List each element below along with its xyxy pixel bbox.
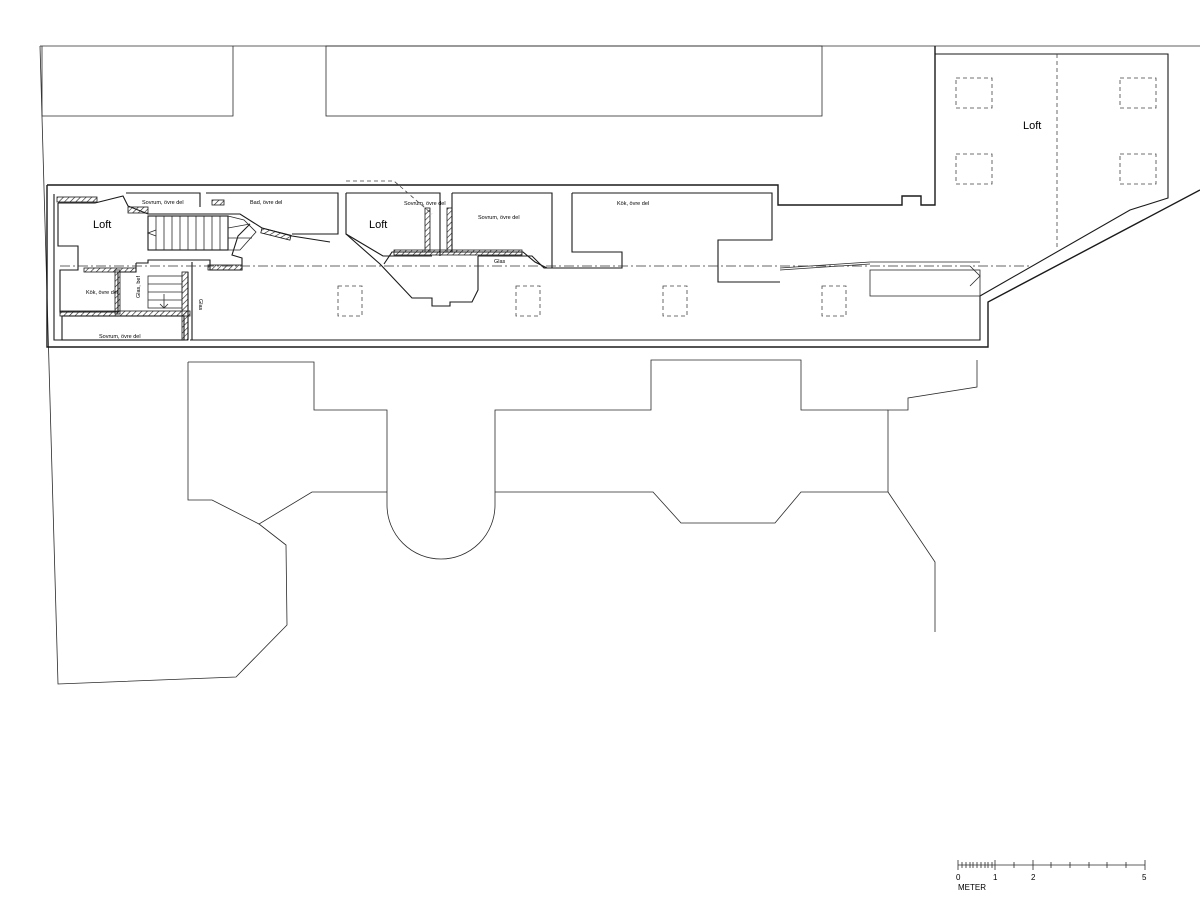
room-label-bad: Bad, övre del [250, 200, 282, 206]
room-label-glas-left: Glas [197, 299, 203, 311]
room-label-kok-left: Kök, övre del [86, 290, 118, 296]
scale-bar: 0 1 2 5 METER [956, 860, 1147, 892]
scale-tick-2: 2 [1031, 873, 1036, 882]
scale-tick-1: 1 [993, 873, 998, 882]
site-boundary [39, 45, 1200, 685]
scale-tick-5: 5 [1142, 873, 1147, 882]
building-outline [46, 46, 1200, 348]
scale-tick-0: 0 [956, 873, 961, 882]
skylights [337, 54, 1157, 317]
room-labels: Loft Loft Loft Sovrum, övre del Bad, övr… [86, 120, 1041, 340]
room-label-loft-mid: Loft [369, 219, 387, 231]
room-label-loft-right: Loft [1023, 120, 1041, 132]
room-label-sovrum-mid: Sovrum, övre del [404, 201, 446, 207]
room-label-kok: Kök, övre del [617, 201, 649, 207]
staircase [146, 215, 257, 309]
room-label-glas-bef: Glas, bef [136, 276, 142, 298]
courtyard-building [187, 359, 888, 560]
room-label-sovrum-top-left: Sovrum, övre del [142, 200, 184, 206]
room-label-glas-mid: Glas [494, 259, 506, 265]
scale-unit: METER [958, 883, 986, 892]
room-label-sovrum-mid2: Sovrum, övre del [478, 215, 520, 221]
hatched-walls [56, 196, 523, 341]
room-label-loft-left: Loft [93, 219, 111, 231]
adjacent-buildings-top [41, 45, 823, 117]
room-label-sovrum-bottom-left: Sovrum, övre del [99, 334, 141, 340]
